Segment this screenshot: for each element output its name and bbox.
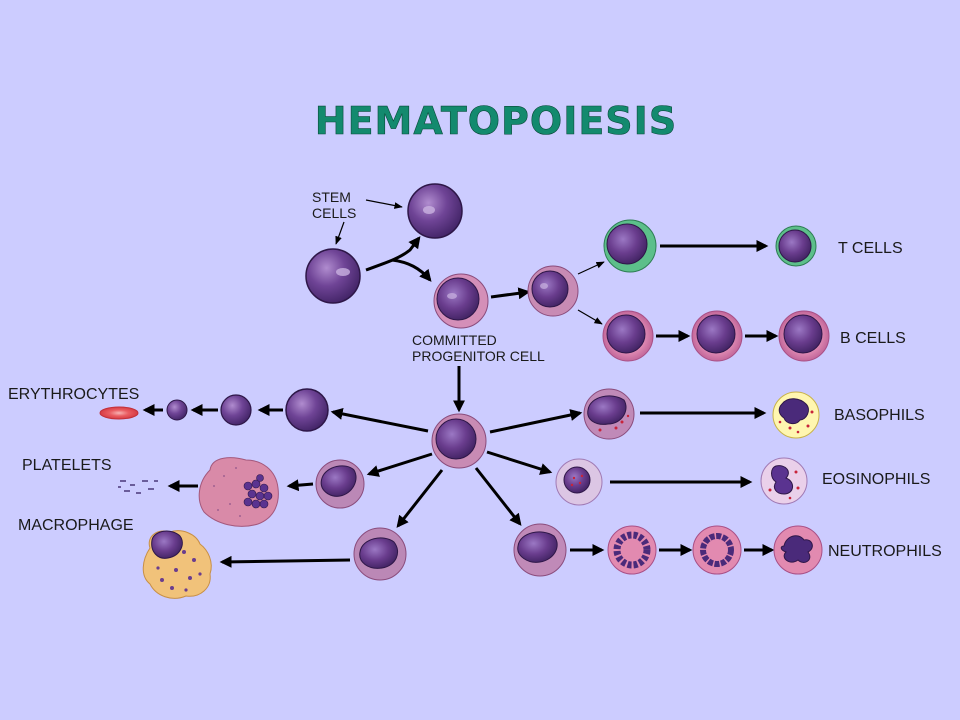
basophil-precursor: [583, 388, 635, 440]
diagram-title: HEMATOPOIESIS: [315, 99, 677, 143]
label-basophils: BASOPHILS: [834, 407, 925, 424]
arrow-hub-to-megakaryoblast: [366, 452, 433, 477]
label-cells: CELLS: [312, 205, 356, 221]
label-platelets: PLATELETS: [22, 457, 112, 474]
neutrophil-metamyelocyte: [607, 525, 657, 575]
arrow-to-megakaryocyte: [286, 479, 314, 492]
label-erythrocytes: ERYTHROCYTES: [8, 386, 139, 403]
arrow-stem-label-down: [335, 221, 345, 245]
macrophage-cell: [142, 530, 212, 599]
label-eosinophils: EOSINOPHILS: [822, 471, 930, 488]
arrow-hub-to-monocyte: [396, 469, 444, 528]
label-stem: STEM: [312, 189, 351, 205]
erythroblast-large: [285, 388, 329, 432]
label-committed: COMMITTED: [412, 332, 497, 348]
label-progenitor: PROGENITOR CELL: [412, 348, 545, 364]
arrow-to-t-precursor: [577, 261, 605, 275]
arrow-stem-to-progenitor: [391, 258, 432, 282]
t-cell-mature: [775, 225, 817, 267]
basophil-cell: [772, 391, 820, 439]
arrow-hub-to-erythro: [330, 407, 429, 433]
arrow-progenitor-to-lymphoid: [490, 287, 531, 300]
label-neutrophils: NEUTROPHILS: [828, 543, 942, 560]
megakaryocyte-cell: [198, 457, 279, 527]
platelets-fragments: [118, 480, 158, 494]
erythrocyte-cell: [99, 406, 139, 420]
label-macrophage: MACROPHAGE: [18, 517, 134, 534]
b-cell-intermediate: [691, 310, 743, 362]
t-cell-precursor: [603, 219, 657, 273]
label-b-cells: B CELLS: [840, 330, 906, 347]
monocyte-cell: [353, 527, 407, 581]
eosinophil-cell: [760, 457, 808, 505]
label-t-cells: T CELLS: [838, 240, 903, 257]
megakaryoblast-cell: [315, 459, 365, 509]
erythroblast-small: [166, 399, 188, 421]
stem-cell-lower: [305, 248, 361, 304]
b-cell-mature: [778, 310, 830, 362]
neutrophil-cell: [773, 525, 823, 575]
myeloid-progenitor-cell: [431, 413, 487, 469]
arrow-stem-to-upper: [365, 236, 421, 272]
neutrophil-precursor: [513, 523, 567, 577]
eosinophil-precursor: [555, 458, 603, 506]
lymphoid-progenitor-cell: [527, 265, 579, 317]
stem-cell-upper: [407, 183, 463, 239]
erythroblast-medium: [220, 394, 252, 426]
arrow-to-b-precursor: [577, 309, 603, 325]
arrow-to-macrophage: [219, 555, 351, 568]
arrow-hub-to-basophil: [489, 409, 583, 434]
arrow-hub-to-neutrophil: [474, 467, 522, 526]
arrow-hub-to-eosinophil: [486, 450, 553, 475]
arrow-stem-label-right: [365, 199, 403, 209]
neutrophil-band-cell: [692, 525, 742, 575]
committed-progenitor-cell: [433, 273, 489, 329]
b-cell-precursor: [602, 310, 654, 362]
